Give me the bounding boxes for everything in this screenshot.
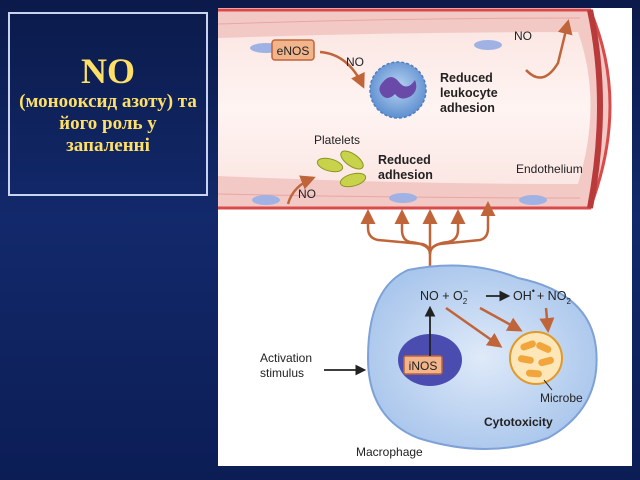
reaction-equation: NO + O2− OH•+ NO2 (420, 286, 571, 306)
reaction-middle: OH (513, 289, 532, 303)
reduced-adhesion-line1: Reduced (378, 153, 431, 167)
inos-label: iNOS (409, 359, 438, 373)
platelets-label: Platelets (314, 133, 360, 147)
no-to-microbe-arrow (445, 306, 503, 348)
no-arrow-platelets (286, 175, 316, 205)
microbe (509, 331, 563, 385)
endothelium-label: Endothelium (516, 162, 583, 176)
reaction-left: NO + O (420, 289, 463, 303)
title-box: NO (монооксид азоту) та його роль у запа… (8, 12, 208, 196)
no-arrow-leukocyte (319, 50, 365, 89)
no-label-leukocyte: NO (346, 55, 364, 69)
cytotoxicity-label: Cytotoxicity (484, 415, 553, 429)
microbe-label: Microbe (540, 391, 583, 405)
reaction-right-sub: 2 (566, 297, 571, 306)
no-diffusion-arrows (360, 201, 496, 276)
reduced-leukocyte-line1: Reduced (440, 71, 493, 85)
no-arrow-top-right (525, 19, 573, 79)
reaction-middle-sup: • (532, 286, 535, 296)
o2-to-microbe-arrow (479, 306, 523, 332)
no-mechanism-diagram: eNOS NO NO NO Reduced leukocyte adhesion… (218, 8, 612, 459)
svg-text:OH•+ NO2: OH•+ NO2 (513, 286, 571, 306)
enos-box: eNOS (271, 39, 315, 61)
products-to-microbe-arrow (539, 307, 555, 333)
microbe-leader-line (543, 379, 553, 391)
activation-stimulus-line2: stimulus (260, 366, 304, 380)
inos-box: iNOS (403, 355, 443, 375)
title-main: NO (81, 51, 135, 91)
reaction-left-sup: − (463, 286, 468, 296)
reaction-right: + NO (537, 289, 567, 303)
leukocyte (369, 61, 427, 119)
diagram-panel: eNOS NO NO NO Reduced leukocyte adhesion… (218, 8, 632, 466)
reduced-adhesion-line2: adhesion (378, 168, 433, 182)
no-label-top-right: NO (514, 29, 532, 43)
platelets (316, 150, 367, 188)
svg-text:NO + O2−: NO + O2− (420, 286, 468, 306)
enos-label: eNOS (277, 44, 310, 58)
activation-stimulus-line1: Activation (260, 351, 312, 365)
no-label-platelets: NO (298, 187, 316, 201)
title-subtitle: (монооксид азоту) та його роль у запален… (19, 91, 197, 156)
reaction-left-sub: 2 (463, 297, 468, 306)
reduced-leukocyte-line2: leukocyte (440, 86, 498, 100)
endothelial-nuclei (250, 40, 547, 205)
macrophage-label: Macrophage (356, 445, 423, 459)
reduced-leukocyte-line3: adhesion (440, 101, 495, 115)
